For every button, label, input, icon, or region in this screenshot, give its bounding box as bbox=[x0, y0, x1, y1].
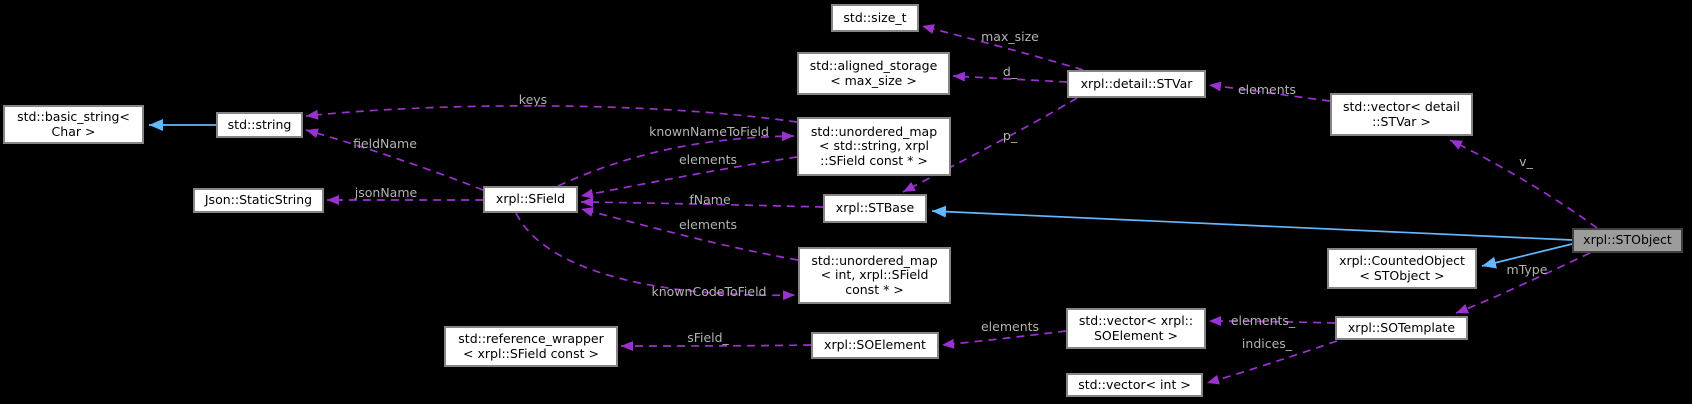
edge-label-fieldname: fieldName bbox=[353, 136, 417, 151]
class-node-std-string[interactable]: std::string bbox=[216, 112, 303, 138]
edge-stobject-stbase bbox=[931, 205, 1573, 241]
edge-label-p: p_ bbox=[1003, 128, 1018, 143]
edge-label-keys: keys bbox=[519, 92, 547, 107]
edge-v bbox=[1449, 139, 1598, 229]
edge-p bbox=[902, 97, 1078, 193]
edge-label-jsonname: jsonName bbox=[354, 185, 418, 200]
edge-fname bbox=[580, 197, 824, 208]
edge-fieldname bbox=[305, 128, 484, 191]
edge-label-elements-mapint: elements bbox=[679, 217, 737, 232]
edge-label-elements-sot: elements_ bbox=[1231, 313, 1296, 328]
class-node-xrpl-soelement[interactable]: xrpl::SOElement bbox=[811, 332, 939, 359]
edge-mtype bbox=[1455, 252, 1591, 314]
class-node-std-size-t[interactable]: std::size_t bbox=[831, 4, 919, 32]
edge-label-indices: indices_ bbox=[1242, 336, 1293, 351]
class-node-std-vector-detail-stvar[interactable]: std::vector< detail ::STVar > bbox=[1330, 93, 1473, 136]
class-node-xrpl-countedobject[interactable]: xrpl::CountedObject < STObject > bbox=[1327, 248, 1477, 289]
class-node-std-vector-soelement[interactable]: std::vector< xrpl:: SOElement > bbox=[1066, 308, 1206, 349]
edge-label-knowncodetofield: knownCodeToField bbox=[652, 284, 767, 299]
class-node-json-staticstring[interactable]: Json::StaticString bbox=[193, 188, 324, 213]
edge-label-elements-stvar: elements bbox=[1238, 82, 1296, 97]
edge-stobject-countedobject bbox=[1481, 243, 1573, 269]
edge-knownnametofield bbox=[557, 131, 795, 187]
edge-elements-vecso bbox=[941, 330, 1067, 349]
class-node-xrpl-sfield[interactable]: xrpl::SField bbox=[483, 186, 578, 213]
class-node-std-vector-int[interactable]: std::vector< int > bbox=[1066, 373, 1203, 397]
class-node-xrpl-detail-stvar[interactable]: xrpl::detail::STVar bbox=[1067, 70, 1206, 98]
edge-elements-mapint bbox=[580, 207, 799, 261]
class-node-std-unordered-map-string[interactable]: std::unordered_map < std::string, xrpl :… bbox=[797, 117, 951, 176]
edge-elements-stvar bbox=[1208, 81, 1331, 102]
edge-label-maxsize: max_size bbox=[981, 29, 1039, 44]
edge-label-fname: fName bbox=[689, 192, 731, 207]
edge-sfield-ref bbox=[620, 340, 812, 351]
edge-label-d: d_ bbox=[1003, 64, 1018, 79]
edge-label-v: v_ bbox=[1519, 154, 1533, 169]
class-node-xrpl-stobject-main: xrpl::STObject bbox=[1572, 228, 1683, 253]
edge-label-sfield: sField_ bbox=[687, 330, 729, 345]
edge-label-mtype: mType bbox=[1507, 262, 1548, 277]
edge-label-elements-mapstr: elements bbox=[679, 152, 737, 167]
class-node-xrpl-sotemplate[interactable]: xrpl::SOTemplate bbox=[1335, 316, 1468, 340]
edge-elements-sot bbox=[1208, 316, 1336, 327]
edge-d bbox=[952, 71, 1068, 83]
edge-knowncodetofield bbox=[515, 212, 796, 301]
edge-maxsize bbox=[921, 24, 1084, 71]
edge-label-elements-vecso: elements bbox=[981, 319, 1039, 334]
class-node-std-unordered-map-int[interactable]: std::unordered_map < int, xrpl::SField c… bbox=[798, 247, 951, 304]
class-node-xrpl-stbase[interactable]: xrpl::STBase bbox=[823, 194, 927, 223]
edge-label-knownnametofield: knownNameToField bbox=[649, 124, 769, 139]
edge-indices bbox=[1206, 340, 1338, 385]
class-node-std-basic-string[interactable]: std::basic_string< Char > bbox=[3, 105, 144, 144]
class-node-std-aligned-storage[interactable]: std::aligned_storage < max_size > bbox=[797, 52, 950, 95]
edge-keys bbox=[305, 105, 798, 123]
class-node-std-reference-wrapper[interactable]: std::reference_wrapper < xrpl::SField co… bbox=[444, 326, 618, 367]
